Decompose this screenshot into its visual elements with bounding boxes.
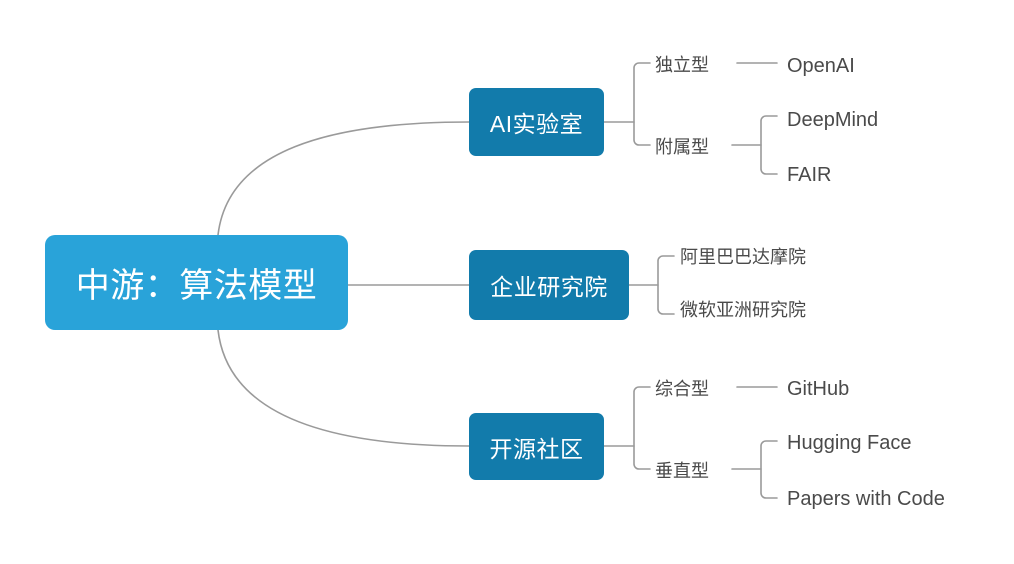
- leaf-fair[interactable]: FAIR: [787, 164, 832, 186]
- bracket-corp-research: [657, 255, 675, 315]
- bracket-open-source: [633, 386, 651, 470]
- branch-node-ai-lab-label: AI实验室: [489, 111, 584, 137]
- category-label-chuizhi[interactable]: 垂直型: [655, 461, 709, 481]
- branch-node-corp-research-label: 企业研究院: [490, 274, 608, 300]
- bracket-ai-lab: [633, 62, 651, 146]
- leaf-hugging-face[interactable]: Hugging Face: [787, 432, 912, 454]
- branch-node-open-source[interactable]: 开源社区: [469, 413, 604, 480]
- branch-node-corp-research[interactable]: 企业研究院: [469, 250, 629, 320]
- leaf-msra[interactable]: 微软亚洲研究院: [680, 300, 806, 320]
- leaf-papers-with-code[interactable]: Papers with Code: [787, 488, 945, 510]
- category-label-fushu[interactable]: 附属型: [655, 137, 709, 157]
- leaf-github[interactable]: GitHub: [787, 378, 850, 400]
- category-label-zonghe[interactable]: 综合型: [655, 379, 709, 399]
- category-label-duli[interactable]: 独立型: [655, 55, 709, 75]
- leaf-alibaba-damo[interactable]: 阿里巴巴达摩院: [680, 247, 806, 267]
- branch-node-ai-lab[interactable]: AI实验室: [469, 88, 604, 156]
- bracket-chuizhi: [760, 440, 778, 499]
- leaf-deepmind[interactable]: DeepMind: [787, 109, 879, 131]
- branch-node-open-source-label: 开源社区: [489, 435, 584, 462]
- edge-root-to-ai-lab: [217, 121, 470, 236]
- bracket-fushu: [760, 115, 778, 175]
- edge-root-to-open-source: [217, 329, 470, 447]
- leaf-openai[interactable]: OpenAI: [787, 55, 855, 77]
- root-node-label: 中游：算法模型: [75, 267, 318, 305]
- root-node[interactable]: 中游：算法模型: [45, 235, 348, 330]
